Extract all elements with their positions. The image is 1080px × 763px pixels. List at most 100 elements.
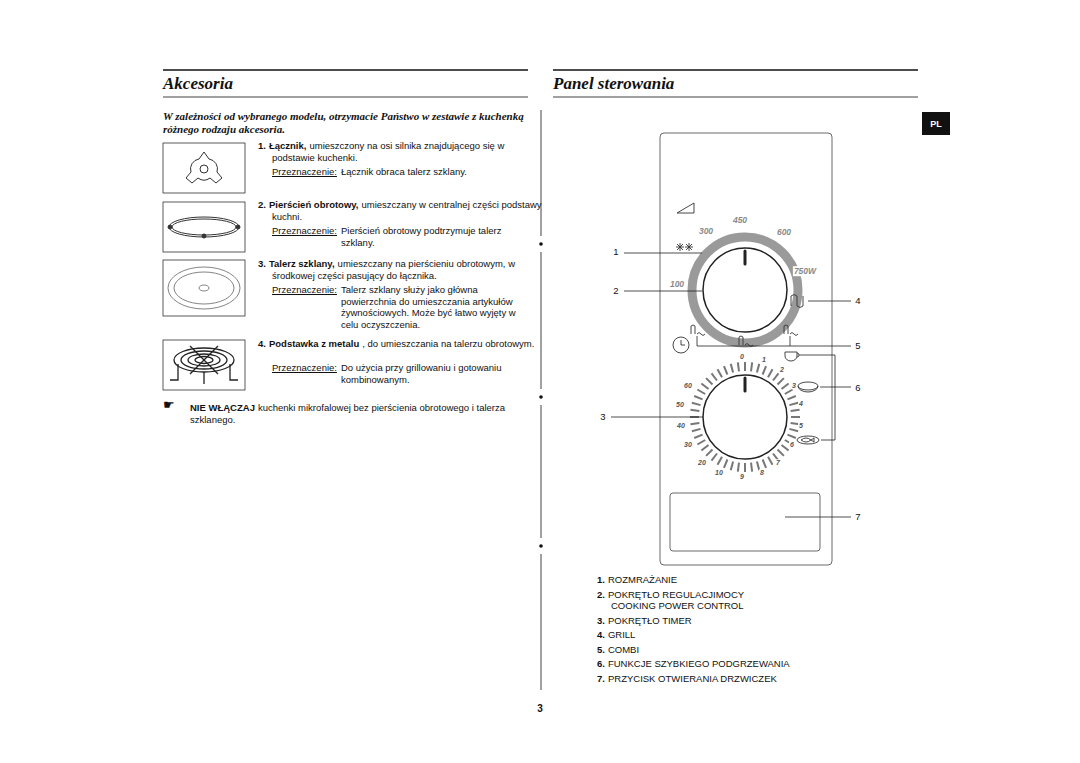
accessory-frame [163,260,245,316]
leader-line [624,291,702,292]
panel-symbol [798,386,818,392]
dial-tick [697,390,705,395]
leader-line [808,301,851,302]
text-group: 20 [697,456,707,468]
dial-tick [768,457,773,465]
page-number: 3 [537,703,543,714]
text-group: 40 [676,419,686,431]
leader-line [799,355,851,440]
body-text: PRZYCISK OTWIERANIA DRZWICZEK [608,673,777,684]
bold-text: NIE WŁĄCZAJ [190,402,255,413]
dial-tick [763,366,766,374]
metal-rack-drawing [170,346,238,384]
roller-ring-drawing [236,225,240,229]
dial-tick [694,396,702,399]
dial-tick [751,463,752,472]
heading-rule [163,70,918,97]
panel-symbol [791,295,803,308]
body-text: FUNKCJE SZYBKIEGO PODGRZEWANIA [608,658,790,669]
bold-text: 1. [597,574,605,585]
heading-group: Akcesoria [163,74,236,95]
dial-tick [778,378,784,384]
dial-tick [773,373,778,380]
dial-number: 8 [759,469,765,476]
heading-rule [553,97,918,98]
page-heading: Akcesoria [163,74,233,93]
dial-tick [694,435,702,438]
body-text: GRILL [608,629,635,640]
text-group: 0 [739,350,745,362]
column-divider [541,110,542,236]
panel-symbol [739,336,753,347]
control-panel [670,493,820,551]
accessory-frame [163,143,245,390]
bold-text: 2. [258,199,266,210]
callout-number: 6 [855,382,860,393]
dial-tick [791,416,800,418]
dial-tick [731,364,733,373]
power-dial [692,237,798,343]
dial-tick [712,453,717,460]
metal-rack-drawing [190,346,218,374]
callout-number: 5 [855,340,860,351]
body-text: , do umieszczania na talerzu obrotowym. [362,338,534,349]
dial-tick [697,440,705,445]
dial-tick [692,403,701,405]
column-divider [541,252,542,389]
column-divider [541,405,542,538]
text-group: 8 [759,466,765,478]
underlined-term: Przeznaczenie: [272,225,337,237]
power-dial [692,237,798,343]
dial-tick [690,410,699,411]
page-heading: Panel sterowania [553,74,674,93]
bold-text: 7. [597,673,605,684]
bold-text: Łącznik, [269,140,307,151]
dial-tick [789,403,798,405]
text-group: 1.Łącznik,umieszczony na osi silnika zna… [258,140,544,163]
body-text: POKRĘTŁO TIMER [608,615,692,626]
dial-number: 40 [676,422,686,429]
text-group: Przeznaczenie:Łącznik obraca talerz szkl… [272,166,530,178]
text-group: 6 [789,438,795,450]
accessory-frame [163,340,245,390]
text-group: 3.Talerz szklany,umieszczany na pierście… [258,258,544,281]
bold-text: 3. [258,258,266,269]
bold-text: 1. [258,140,266,151]
column-divider [539,544,543,548]
text-group: 2.Pierścień obrotowy,umieszczany w centr… [258,199,544,222]
dial-tick [738,362,739,371]
bold-text: Talerz szklany, [269,258,335,269]
panel-symbol [673,203,819,444]
leader-line [611,417,703,418]
dial-tick [744,463,746,472]
dial-tick [787,435,795,438]
panel-symbol [681,340,685,345]
text-group: 2 [779,363,785,375]
dial-tick [718,457,723,465]
dial-number: 0 [739,353,745,360]
text-group: 3 [791,379,797,391]
dial-number: 7 [775,459,781,466]
heading-rule [163,69,528,71]
text-group: 60 [683,379,693,391]
text-group: 5 [855,340,860,352]
dial-number: 6 [789,441,795,448]
text-group: Przeznaczenie:Talerz szklany służy jako … [272,284,530,330]
metal-rack-drawing [170,364,238,384]
roller-ring-drawing [202,234,206,238]
dial-tick [785,390,793,395]
bold-text: Pierścień obrotowy, [269,199,359,210]
dial-number: 4 [798,400,804,407]
dial-tick [712,373,717,380]
text-group: Przeznaczenie:Do użycia przy grillowaniu… [272,362,530,385]
roller-ring-drawing [168,217,240,238]
text-group: 2 [613,285,618,297]
dial-tick [781,384,788,389]
text-group: 300 [698,225,714,237]
dial-tick [744,362,746,371]
dial-number: 10 [714,469,724,476]
dial-number: 750W [793,266,817,276]
panel-symbol [798,382,818,390]
panel-symbol [797,436,819,444]
text-group: 450 [732,214,748,226]
